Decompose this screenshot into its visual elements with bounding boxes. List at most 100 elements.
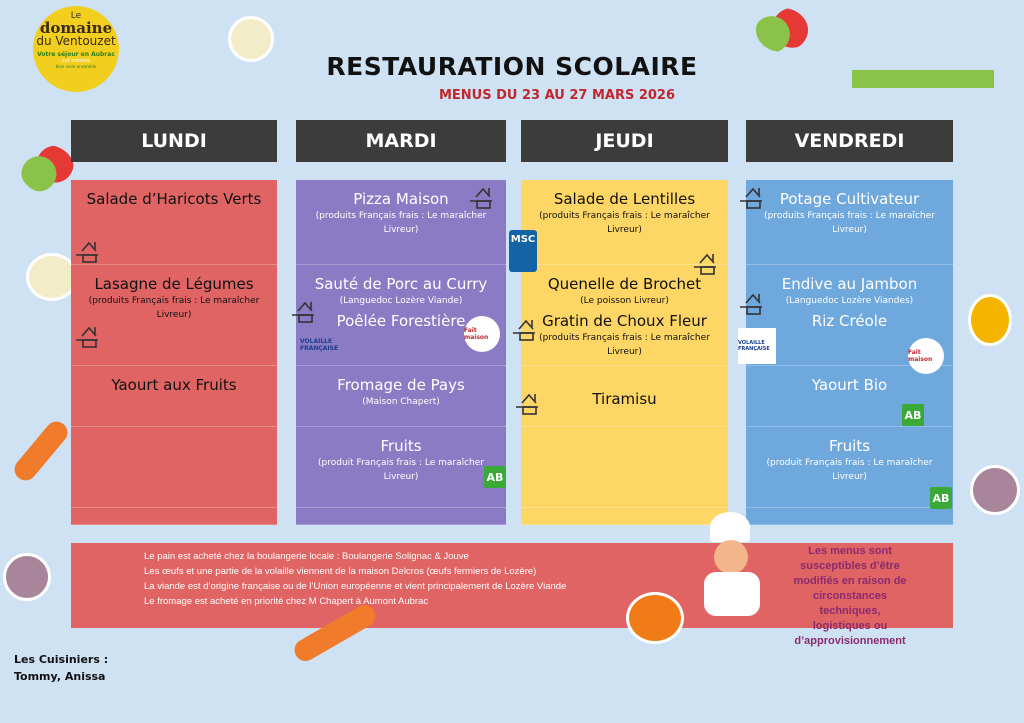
- dish-origin: (produits Français frais : Le maraîcher …: [88, 296, 260, 320]
- dish-origin: (produits Français frais : Le maraîcher …: [315, 211, 487, 235]
- turnip-illustration: [3, 553, 51, 601]
- dish-origin: (produits Français frais : Le maraîcher …: [539, 333, 710, 357]
- supplier-notes: Le pain est acheté chez la boulangerie l…: [144, 549, 566, 609]
- dish-name: Fromage de Pays: [337, 376, 465, 394]
- ab-organic-icon: AB: [930, 487, 952, 509]
- dish-origin: (produits Français frais : Le maraîcher …: [539, 211, 710, 235]
- dish-name: Riz Créole: [811, 312, 888, 330]
- cauliflower-illustration: [26, 253, 78, 301]
- dish-name: Pizza Maison: [353, 190, 449, 208]
- fait-maison-icon: Fait maison: [464, 316, 500, 352]
- cooks: Les Cuisiniers : Tommy, Anissa: [14, 651, 108, 685]
- menu-course-row: Tiramisu: [521, 366, 728, 427]
- dish-name: Yaourt aux Fruits: [111, 376, 237, 394]
- dish-origin: (Le poisson Livreur): [580, 296, 669, 306]
- dish-name: Salade d’Haricots Verts: [86, 190, 262, 208]
- volaille-francaise-icon: VOLAILLE FRANÇAISE: [738, 328, 776, 364]
- menu-course-row: [521, 427, 728, 508]
- dish-name: Fruits: [828, 437, 871, 455]
- menu-course-row: Salade de Lentilles (produits Français fr…: [521, 180, 728, 265]
- apples-illustration: [756, 8, 808, 52]
- ab-organic-icon: AB: [484, 466, 506, 488]
- ab-organic-icon: AB: [902, 404, 924, 426]
- day-column-vendredi: Potage Cultivateur(produits Français fra…: [746, 180, 953, 525]
- note: Les œufs et une partie de la volaille vi…: [144, 566, 537, 577]
- dish-origin: (Languedoc Lozère Viandes): [785, 296, 914, 306]
- dish-name: Endive au Jambon: [781, 275, 918, 293]
- menu-course-row: Lasagne de Légumes (produits Français fra…: [71, 265, 277, 366]
- menu-course-row: [71, 508, 277, 525]
- msc-label-icon: MSC: [509, 230, 537, 272]
- day-header-lundi: LUNDI: [71, 120, 277, 162]
- day-column-jeudi: Salade de Lentilles (produits Français fr…: [521, 180, 728, 525]
- day-header-vendredi: VENDREDI: [746, 120, 953, 162]
- menu-dates: MENUS DU 23 AU 27 MARS 2026: [438, 88, 676, 103]
- menu-course-row: Yaourt Bio: [746, 366, 953, 427]
- cooks-names: Tommy, Anissa: [14, 670, 106, 683]
- logo-text: Le: [70, 11, 82, 21]
- dish-name: Yaourt Bio: [811, 376, 888, 394]
- dish-origin: (produit Français frais : Le maraîcher L…: [318, 458, 484, 482]
- house-icon: [76, 240, 102, 264]
- children-illustration: [852, 36, 994, 88]
- dish-name: Lasagne de Légumes: [94, 275, 254, 293]
- logo-text: domaine: [39, 19, 113, 37]
- dish-name: Potage Cultivateur: [779, 190, 920, 208]
- menu-course-row: Quenelle de Brochet (Le poisson Livreur) G…: [521, 265, 728, 366]
- page-title: RESTAURATION SCOLAIRE: [326, 52, 698, 81]
- day-header-mardi: MARDI: [296, 120, 506, 162]
- dish-name: Salade de Lentilles: [553, 190, 696, 208]
- menu-course-row: Fruits (produit Français frais : Le maraî…: [746, 427, 953, 508]
- logo-text: bien vivre ensemble: [55, 64, 97, 69]
- dish-name: Fruits: [380, 437, 422, 455]
- logo-text: sur mesure: [61, 58, 91, 64]
- dish-origin: (Languedoc Lozère Viande): [339, 296, 463, 306]
- menu-course-row: Fromage de Pays(Maison Chapert): [296, 366, 506, 427]
- house-icon: [516, 392, 542, 416]
- dish-origin: (produit Français frais : Le maraîcher L…: [766, 458, 933, 482]
- house-icon: [740, 186, 766, 210]
- house-icon: [292, 300, 318, 324]
- day-column-mardi: Pizza Maison (produits Français frais : L…: [296, 180, 506, 525]
- cooks-label: Les Cuisiniers :: [14, 653, 109, 666]
- disclaimer: Les menus sont susceptibles d’être modif…: [793, 545, 907, 647]
- menu-course-row: Yaourt aux Fruits: [71, 366, 277, 427]
- day-header-jeudi: JEUDI: [521, 120, 728, 162]
- menu-course-row: Potage Cultivateur(produits Français fra…: [746, 180, 953, 265]
- note: Le fromage est acheté en priorité chez M…: [144, 596, 429, 607]
- dish-name: Sauté de Porc au Curry: [314, 275, 488, 293]
- menu-course-row: [746, 508, 953, 525]
- dish-name: Gratin de Choux Fleur: [542, 312, 707, 330]
- logo: Le domaine du Ventouzet Votre séjour en …: [33, 6, 119, 92]
- house-icon: [740, 292, 766, 316]
- dish-name: Quenelle de Brochet: [547, 275, 702, 293]
- house-icon: [694, 252, 720, 276]
- house-icon: [470, 186, 496, 210]
- dish-name: Tiramisu: [592, 390, 657, 408]
- logo-text: Votre séjour en Aubrac: [37, 51, 115, 58]
- footer-panel: [71, 543, 953, 628]
- turnip-illustration: [970, 465, 1020, 515]
- carrot-illustration: [10, 417, 72, 485]
- dish-name: Poêlée Forestière: [336, 312, 466, 330]
- logo-text: du Ventouzet: [36, 34, 116, 48]
- house-icon: [513, 318, 539, 342]
- menu-course-row: Pizza Maison (produits Français frais : L…: [296, 180, 506, 265]
- note: Le pain est acheté chez la boulangerie l…: [144, 551, 469, 562]
- menu-course-row: Sauté de Porc au Curry (Languedoc Lozère …: [296, 265, 506, 366]
- pumpkin-illustration: [626, 592, 684, 644]
- pear-illustration: [968, 294, 1012, 346]
- volaille-francaise-icon: VOLAILLE FRANÇAISE: [300, 338, 339, 352]
- chef-illustration: [686, 512, 782, 616]
- apples-illustration: [20, 145, 74, 193]
- note: La viande est d’origine française ou de …: [144, 581, 567, 592]
- menu-course-row: Endive au Jambon (Languedoc Lozère Viande…: [746, 265, 953, 366]
- menu-course-row: [521, 508, 728, 525]
- house-icon: [76, 325, 102, 349]
- menu-course-row: Salade d’Haricots Verts: [71, 180, 277, 265]
- menu-course-row: [296, 508, 506, 525]
- menu-course-row: Fruits (produit Français frais : Le maraî…: [296, 427, 506, 508]
- fait-maison-icon: Fait maison: [908, 338, 944, 374]
- menu-course-row: [71, 427, 277, 508]
